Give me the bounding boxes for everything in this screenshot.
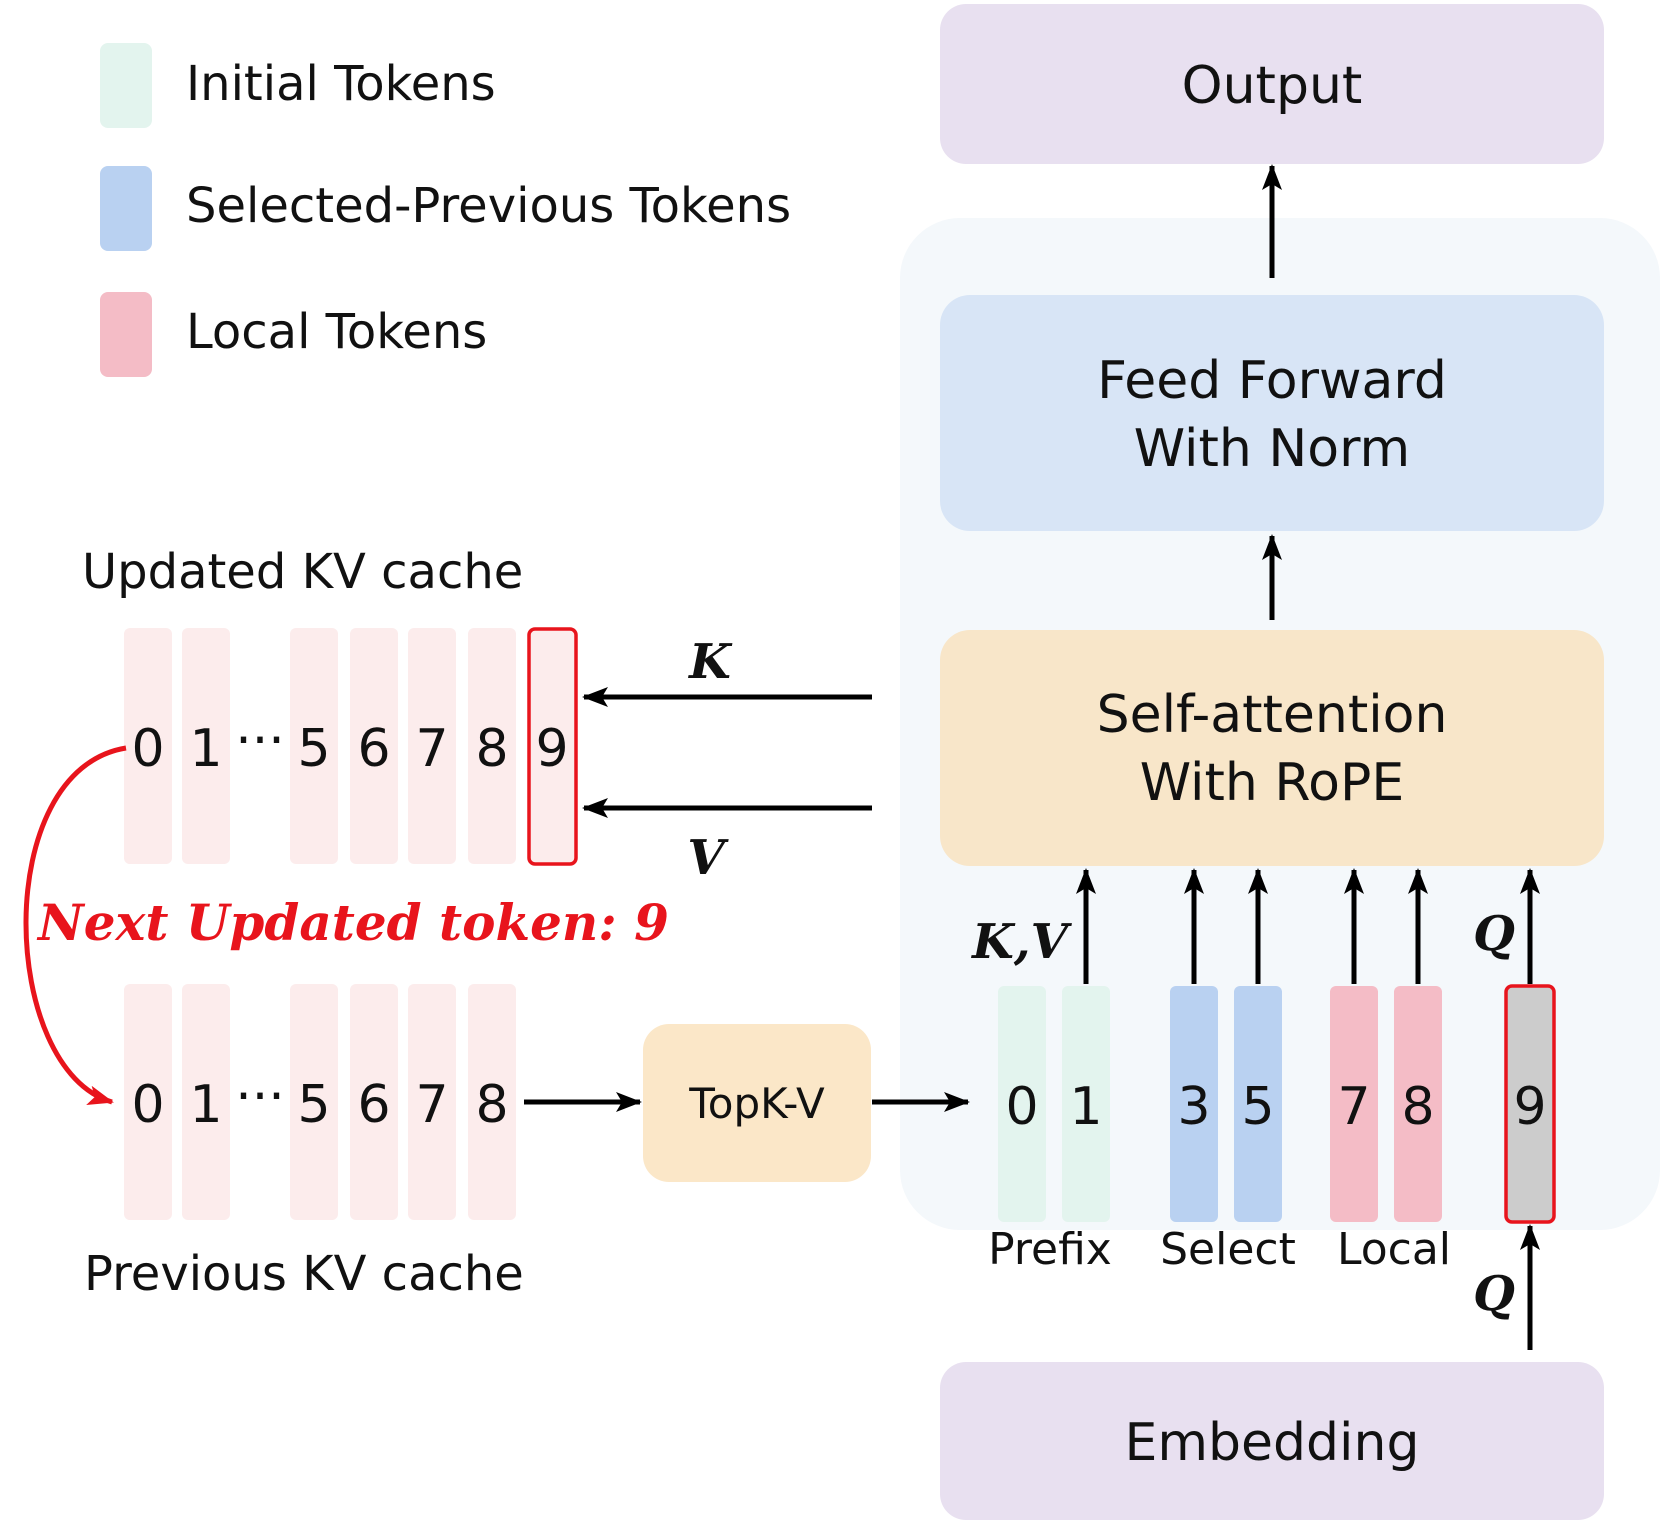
q-arrow-label-bottom: Q [1473,1266,1515,1322]
updated-token: 9 [535,719,568,779]
selected-token: 1 [1069,1077,1102,1137]
previous-cache-column [408,984,456,1220]
updated-kv-cache-tokens: 0 1 ··· 5 6 7 8 9 [131,711,568,779]
updated-token: 8 [475,719,508,779]
previous-cache-column [124,984,172,1220]
feed-forward-label-line1: Feed Forward [1097,351,1447,411]
updated-kv-cache-columns [124,627,578,866]
select-group-label: Select [1160,1224,1296,1275]
previous-token: 8 [475,1075,508,1135]
legend-swatch-initial [100,43,152,128]
arrow-k-label: K [687,634,733,690]
previous-token: 5 [297,1075,330,1135]
updated-token: 5 [297,719,330,779]
next-updated-token-label: Next Updated token: 9 [36,893,669,952]
updated-cache-new-token-column [527,627,578,866]
embedding-block [940,1362,1604,1520]
legend-swatch-local [100,292,152,377]
previous-ellipsis: ··· [235,1067,285,1127]
previous-cache-column [182,984,230,1220]
output-label: Output [1182,56,1363,116]
embedding-label: Embedding [1125,1413,1420,1473]
next-update-curve-arrow [23,745,127,1105]
feed-forward-block [940,295,1604,531]
previous-cache-column [350,984,398,1220]
current-token-column [1504,984,1556,1224]
selected-token: 5 [1241,1077,1274,1137]
q-arrow-label-top: Q [1473,906,1515,962]
selected-group-labels: Prefix Select Local [988,1224,1451,1275]
updated-token: 1 [189,719,222,779]
updated-token: 0 [131,719,164,779]
updated-cache-column [182,628,230,864]
previous-kv-cache-tokens: 0 1 ··· 5 6 7 8 [131,1067,508,1135]
previous-kv-cache-columns [124,984,516,1220]
select-token-column [1234,986,1282,1222]
updated-token: 7 [415,719,448,779]
legend-label-initial: Initial Tokens [186,56,496,112]
previous-token: 7 [415,1075,448,1135]
self-attention-block [940,630,1604,866]
selected-tokens: 0 1 3 5 7 8 9 [1005,1077,1546,1137]
updated-token: 6 [357,719,390,779]
local-token-column [1330,986,1378,1222]
updated-cache-column [408,628,456,864]
previous-token: 6 [357,1075,390,1135]
updated-cache-column [350,628,398,864]
updated-ellipsis: ··· [235,711,285,771]
previous-cache-column [468,984,516,1220]
kv-arrow-label: K,V [970,914,1072,970]
prefix-group-label: Prefix [988,1224,1112,1275]
legend-label-selected: Selected-Previous Tokens [186,178,791,234]
previous-kv-cache-title: Previous KV cache [84,1246,524,1302]
updated-cache-column [290,628,338,864]
topk-v-label: TopK-V [688,1079,825,1128]
legend-label-local: Local Tokens [186,304,487,360]
selected-token: 8 [1401,1077,1434,1137]
self-attention-label-line1: Self-attention [1097,685,1448,745]
selected-token-columns [998,984,1556,1224]
local-group-label: Local [1337,1224,1451,1275]
updated-cache-column [468,628,516,864]
legend: Initial Tokens Selected-Previous Tokens … [100,43,791,377]
self-attention-label-line2: With RoPE [1140,753,1404,813]
selected-token: 9 [1513,1077,1546,1137]
selected-token: 3 [1177,1077,1210,1137]
previous-cache-column [290,984,338,1220]
updated-cache-column [124,628,172,864]
selected-token: 0 [1005,1077,1038,1137]
prefix-token-column [998,986,1046,1222]
selected-token: 7 [1337,1077,1370,1137]
select-token-column [1170,986,1218,1222]
topk-v-block [643,1024,871,1182]
prefix-token-column [1062,986,1110,1222]
local-token-column [1394,986,1442,1222]
arrow-v-label: V [687,830,729,886]
legend-swatch-selected [100,166,152,251]
feed-forward-label-line2: With Norm [1134,419,1410,479]
previous-token: 1 [189,1075,222,1135]
output-block [940,4,1604,164]
previous-token: 0 [131,1075,164,1135]
updated-kv-cache-title: Updated KV cache [82,544,523,600]
